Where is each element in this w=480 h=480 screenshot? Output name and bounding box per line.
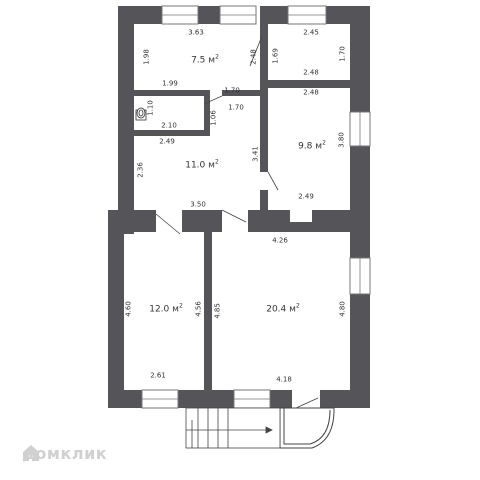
stairs [185,407,281,449]
wall-bath-right [204,90,210,136]
window-panes [142,14,361,400]
dimension-label: 2.10 [161,121,177,130]
dimension-label: 1.69 [271,48,280,64]
dimension-label: 1.06 [209,110,218,126]
wall-bottom-divider [204,232,212,392]
dimension-label: 4.56 [194,301,203,317]
dimension-label: 2.48 [303,88,319,97]
room-area-hall: 11.0 м2 [185,158,219,171]
watermark-text: домклик [22,444,108,463]
wall-left-upper [118,6,134,234]
wall-hall-right [260,80,268,172]
wall-top-left-bottom [134,90,204,96]
room-area-bottom-right: 20.4 м2 [266,302,300,315]
dimension-label: 2.45 [303,28,319,37]
dimension-label: 3.63 [188,28,204,37]
dimension-label: 2.48 [249,49,258,65]
door-gap-bottom-left [156,210,182,232]
wall-top-left-bottom-2 [222,90,262,96]
wall-hall-right-lower [260,190,268,212]
dimension-label: 4.60 [124,301,133,317]
dimension-label: 2.48 [303,68,319,77]
dimension-label: 1.99 [162,79,178,88]
dimension-label: 3.41 [251,146,260,162]
door-gap-balcony [292,390,320,408]
dimension-label: 1.70 [228,103,244,112]
toilet [135,107,147,121]
dimension-label: 2.49 [298,192,314,201]
balcony [279,407,335,449]
door-swings [155,35,319,409]
wall-top-divider [260,6,268,84]
domklik-logo-icon [23,445,39,461]
windows [141,5,371,409]
dimension-label: 2.49 [159,137,175,146]
dimension-label: 1.70 [224,86,240,95]
door-openings [156,6,320,408]
wall-left-lower [108,210,124,408]
watermark: домклик [22,444,107,463]
dimension-label: 3.50 [190,200,206,209]
dimension-label: 1.98 [142,49,151,65]
dimension-label: 4.26 [272,236,288,245]
wall-top-right-bottom [260,80,370,88]
dimension-label: 1.10 [146,100,155,116]
wall-bath-bottom [134,130,208,136]
dimension-label: 1.70 [338,46,347,62]
dimension-label: 2.36 [136,162,145,178]
room-area-top-left: 7.5 м2 [191,53,219,66]
room-area-right-middle: 9.8 м2 [298,139,326,152]
dimension-label: 3.80 [337,132,346,148]
wall-right-lower [350,210,370,408]
walls [108,6,370,408]
door-gap-right-room [290,210,312,222]
door-gap-bottom-right [222,210,248,232]
dimension-label: 4.80 [338,301,347,317]
dimension-label: 2.61 [150,371,166,380]
dimension-label: 4.18 [276,375,292,384]
room-area-bottom-left: 12.0 м2 [149,302,183,315]
dimension-label: 4.85 [213,303,222,319]
